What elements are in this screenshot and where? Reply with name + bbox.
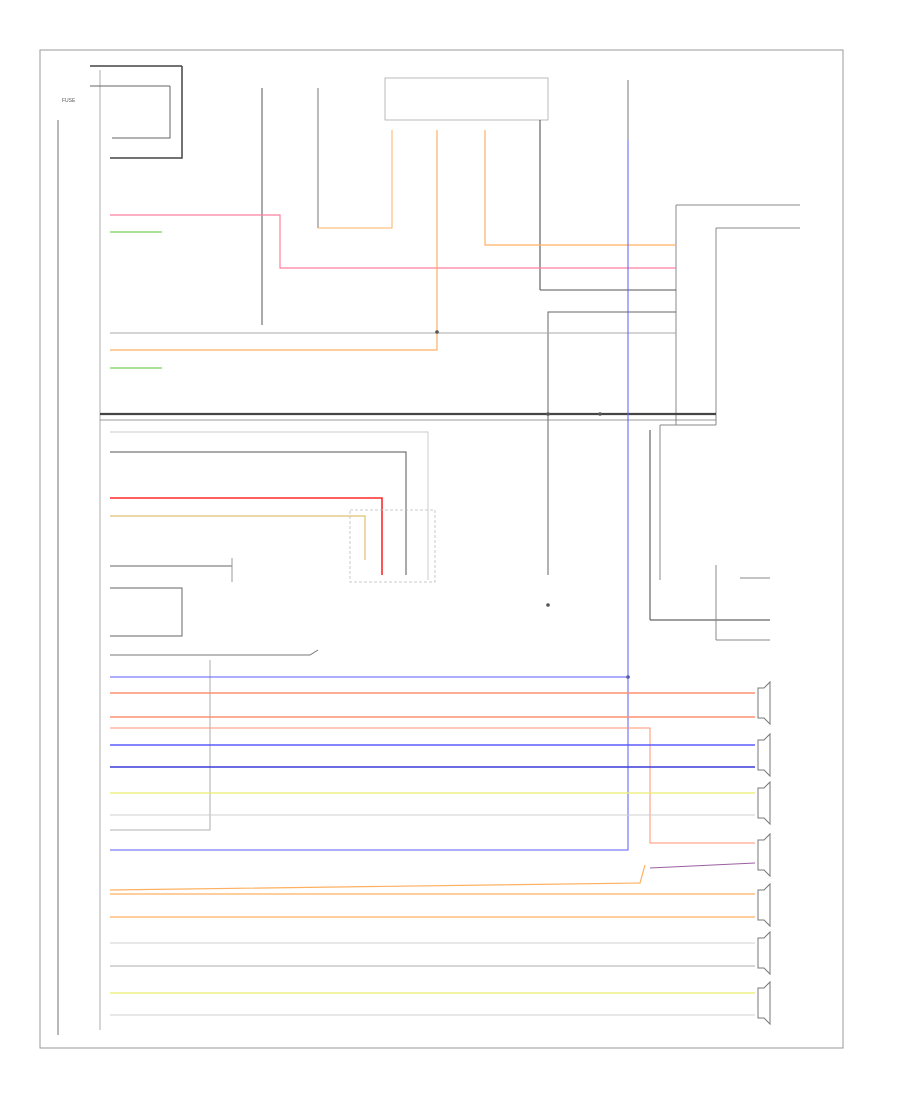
wire-red-mid — [110, 497, 383, 575]
svg-text:FUSE: FUSE — [62, 98, 76, 104]
top-left-connector: FUSE — [62, 65, 183, 159]
node-4 — [546, 603, 550, 607]
right-amp-block — [649, 204, 800, 641]
speaker-5 — [757, 882, 771, 928]
wire-gray-lower-1 — [110, 649, 319, 656]
node-3 — [598, 412, 602, 416]
speaker-4 — [757, 832, 771, 878]
speaker-1 — [757, 680, 771, 726]
top-switch-block — [261, 77, 629, 325]
switch-box — [349, 509, 436, 583]
wire-blue-vertical — [110, 140, 629, 851]
diagram-frame — [39, 49, 844, 1049]
speaker-2 — [757, 732, 771, 778]
wire-purple — [649, 862, 756, 869]
wire-gray-mid-1 — [110, 431, 429, 580]
wire-tan-mid — [110, 515, 366, 560]
wire-gray-mid-2 — [110, 451, 407, 575]
wire-orange-mid — [110, 130, 438, 351]
speaker-7 — [757, 980, 771, 1026]
speaker-3 — [757, 780, 771, 826]
node-2 — [546, 412, 550, 416]
wire-pink-upper — [110, 214, 676, 269]
wire-black-2 — [547, 311, 676, 575]
left-module — [110, 587, 183, 637]
wire-orange-upper — [484, 130, 676, 246]
node-1 — [435, 330, 439, 334]
wire-orange-low-1 — [109, 864, 646, 891]
speaker-6 — [757, 930, 771, 976]
wire-salmon-3 — [110, 727, 755, 844]
wire-tan-upper — [318, 130, 393, 229]
